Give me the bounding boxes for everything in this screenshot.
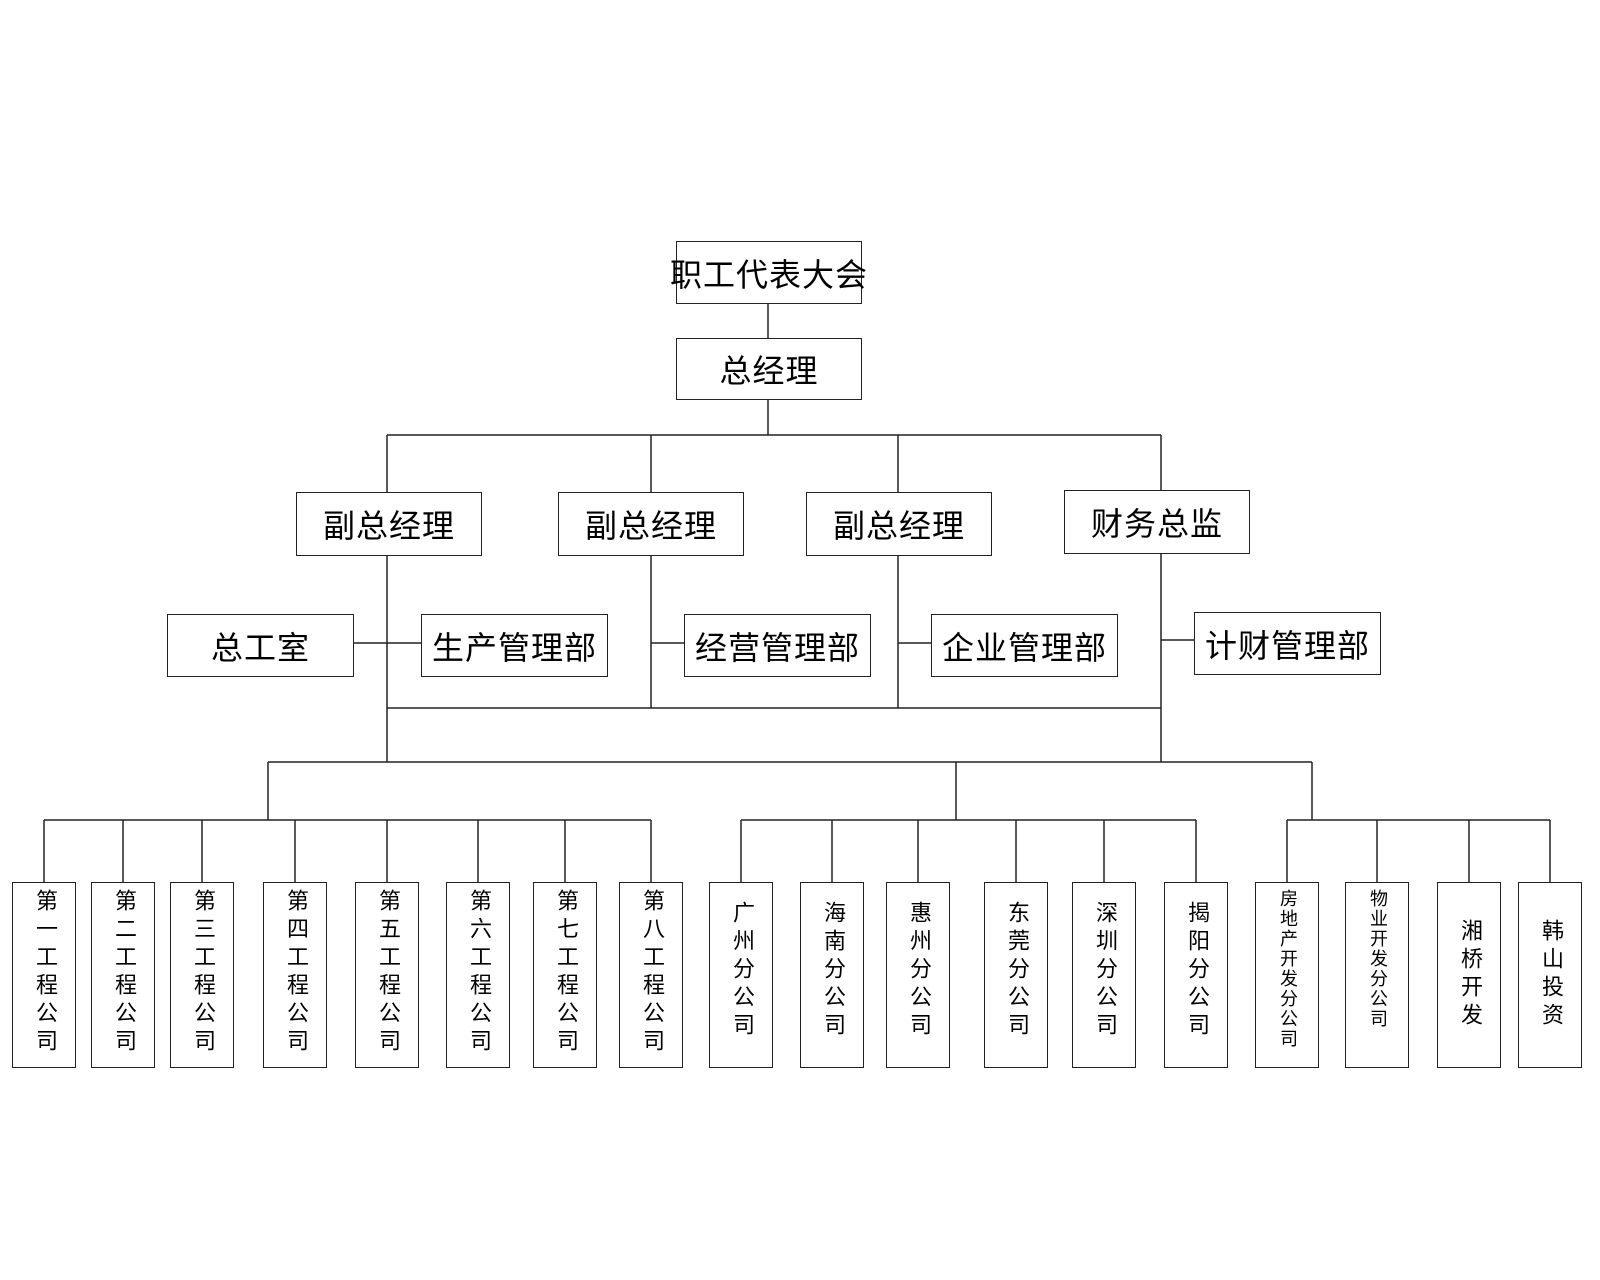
node-unit-4: 第四工程公司 (263, 882, 327, 1068)
node-label: 东莞分公司 (1004, 901, 1029, 1041)
node-unit-1: 第一工程公司 (12, 882, 76, 1068)
node-label: 计财管理部 (1204, 626, 1370, 665)
node-label: 湘桥开发 (1457, 919, 1482, 1031)
node-label: 总经理 (719, 352, 819, 390)
node-operations-dept: 经营管理部 (684, 614, 871, 677)
node-unit-6: 第六工程公司 (446, 882, 510, 1068)
node-label: 职工代表大会 (670, 255, 869, 294)
node-label: 企业管理部 (941, 628, 1107, 667)
node-unit-2: 第二工程公司 (91, 882, 155, 1068)
node-label: 第八工程公司 (639, 889, 664, 1057)
node-label: 生产管理部 (431, 628, 597, 667)
node-unit-7: 第七工程公司 (533, 882, 597, 1068)
node-unit-18: 韩山投资 (1518, 882, 1582, 1068)
node-label: 经营管理部 (694, 628, 860, 667)
node-unit-13: 深圳分公司 (1072, 882, 1136, 1068)
node-label: 第一工程公司 (32, 889, 57, 1057)
node-production-dept: 生产管理部 (421, 614, 608, 677)
node-deputy-gm-3: 副总经理 (806, 492, 992, 556)
node-label: 深圳分公司 (1092, 901, 1117, 1041)
node-unit-16: 物业开发分公司 (1345, 882, 1409, 1068)
node-label: 财务总监 (1090, 505, 1223, 543)
node-label: 副总经理 (832, 507, 965, 545)
node-enterprise-dept: 企业管理部 (931, 614, 1118, 677)
node-label: 广州分公司 (729, 901, 754, 1041)
node-unit-11: 惠州分公司 (886, 882, 950, 1068)
node-label: 第三工程公司 (190, 889, 215, 1057)
node-label: 惠州分公司 (906, 901, 931, 1041)
node-unit-17: 湘桥开发 (1437, 882, 1501, 1068)
node-label: 总工室 (210, 628, 310, 667)
node-label: 副总经理 (584, 507, 717, 545)
node-general-manager: 总经理 (676, 338, 862, 400)
node-label: 揭阳分公司 (1184, 901, 1209, 1041)
node-unit-15: 房地产开发分公司 (1255, 882, 1319, 1068)
node-label: 第二工程公司 (111, 889, 136, 1057)
node-deputy-gm-1: 副总经理 (296, 492, 482, 556)
node-workers-congress: 职工代表大会 (670, 241, 867, 304)
node-chief-engineer-office: 总工室 (167, 614, 354, 677)
node-label: 韩山投资 (1538, 919, 1563, 1031)
node-label: 第五工程公司 (375, 889, 400, 1057)
node-unit-10: 海南分公司 (800, 882, 864, 1068)
node-label: 海南分公司 (820, 901, 845, 1041)
node-finance-dept: 计财管理部 (1194, 612, 1381, 675)
node-label: 副总经理 (322, 507, 455, 545)
node-cfo: 财务总监 (1064, 490, 1250, 554)
node-label: 第六工程公司 (466, 889, 491, 1057)
node-label: 第七工程公司 (553, 889, 578, 1057)
node-label: 房地产开发分公司 (1277, 889, 1298, 1049)
node-label: 第四工程公司 (283, 889, 308, 1057)
node-label: 物业开发分公司 (1367, 889, 1388, 1029)
node-unit-14: 揭阳分公司 (1164, 882, 1228, 1068)
node-deputy-gm-2: 副总经理 (558, 492, 744, 556)
node-unit-5: 第五工程公司 (355, 882, 419, 1068)
node-unit-3: 第三工程公司 (170, 882, 234, 1068)
node-unit-12: 东莞分公司 (984, 882, 1048, 1068)
node-unit-8: 第八工程公司 (619, 882, 683, 1068)
node-unit-9: 广州分公司 (709, 882, 773, 1068)
